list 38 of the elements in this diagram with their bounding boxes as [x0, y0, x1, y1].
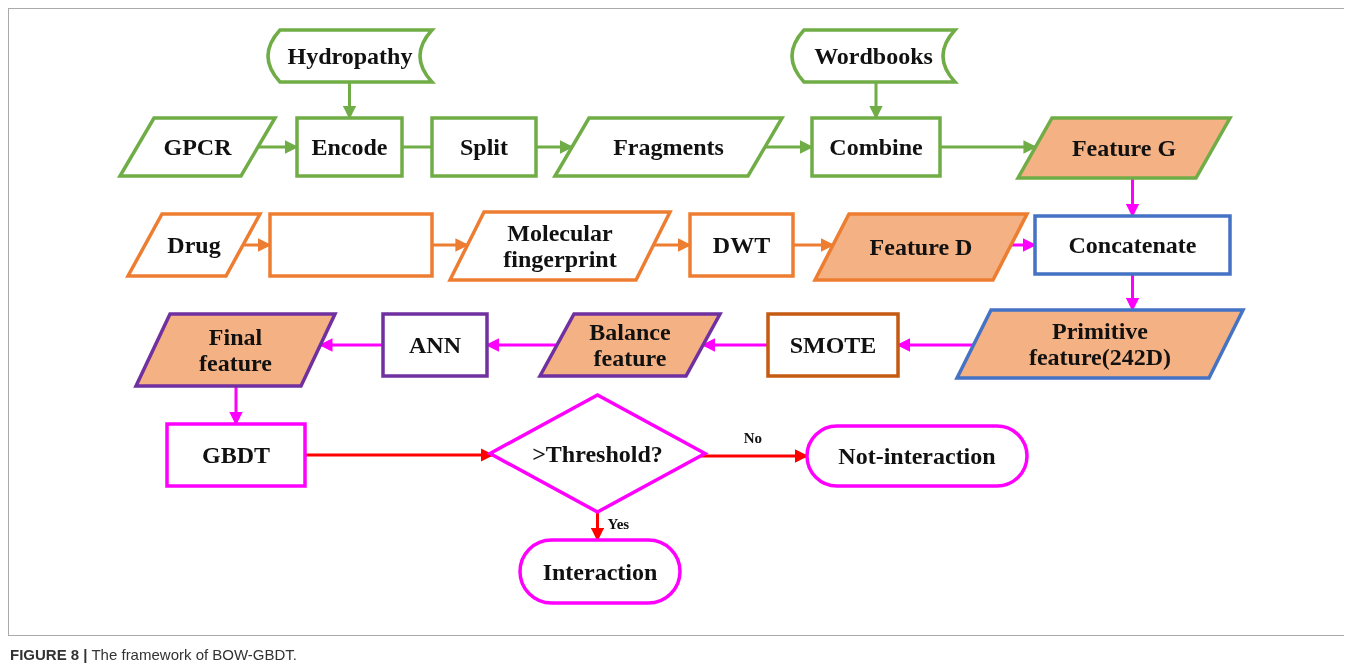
process-box — [768, 314, 898, 376]
process-box — [297, 118, 402, 176]
data-parallelogram — [450, 212, 670, 280]
node-label: Split — [460, 134, 508, 160]
process-box — [1035, 216, 1230, 274]
node-label: Not-interaction — [838, 443, 996, 469]
node-label: Primitive feature(242D) — [1027, 318, 1173, 370]
process-box — [432, 118, 536, 176]
node-label: Fragments — [613, 134, 724, 160]
process-box — [690, 214, 793, 276]
node-label: Final feature — [198, 324, 273, 376]
node-label: SMOTE — [789, 332, 877, 358]
node-label: Feature G — [1071, 135, 1177, 161]
data-parallelogram — [957, 310, 1243, 378]
data-parallelogram — [120, 118, 275, 176]
node-label: Drug — [167, 232, 221, 258]
node-label: Interaction — [542, 558, 658, 585]
process-box — [812, 118, 940, 176]
figure-caption: FIGURE 8 | The framework of BOW-GBDT. — [10, 646, 298, 663]
data-parallelogram — [815, 214, 1027, 280]
node-label: Encode — [311, 134, 388, 160]
node-label: GBDT — [202, 442, 270, 468]
data-parallelogram — [540, 314, 720, 376]
node-label: Molecular fingerprint — [502, 220, 618, 272]
node-label: Concatenate — [1068, 232, 1197, 258]
node-label: DWT — [712, 232, 771, 258]
process-box — [167, 424, 305, 486]
node-label: Combine — [829, 134, 923, 160]
data-parallelogram — [555, 118, 782, 176]
process-box — [270, 214, 432, 276]
data-parallelogram — [128, 214, 260, 276]
node-label: ANN — [409, 332, 461, 358]
process-box — [383, 314, 487, 376]
node-label: Balance feature — [588, 319, 672, 371]
data-parallelogram — [136, 314, 335, 386]
node-label: GPCR — [163, 134, 232, 160]
node-label: Feature D — [869, 234, 973, 260]
data-parallelogram — [1018, 118, 1230, 178]
